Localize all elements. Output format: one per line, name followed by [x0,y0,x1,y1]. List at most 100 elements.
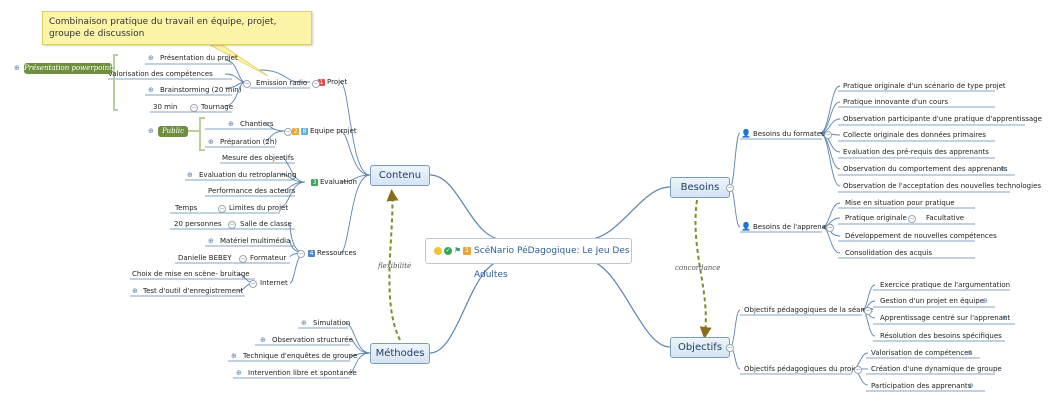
node-chantiers[interactable]: Chantiers [240,120,274,128]
collapse-toggle-projet[interactable]: − [312,80,320,88]
node-methode-1[interactable]: Simulation [313,319,351,327]
node-formateur-item-2[interactable]: Pratique innovante d'un cours [843,98,949,106]
node-projet-item-3[interactable]: Participation des apprenants [871,382,972,390]
node-valorisation-competences[interactable]: Valorisation des compétences [108,70,213,78]
node-performance-acteurs[interactable]: Performance des acteurs [208,187,296,195]
label-public[interactable]: Public [158,126,188,137]
node-seance-item-3[interactable]: Apprentissage centré sur l'apprenant [880,314,1011,322]
node-mise-en-situation[interactable]: Mise en situation pour pratique [845,199,955,207]
priority-1-icon: 1 [318,78,325,86]
expand-icon[interactable]: ⊕ [301,319,307,327]
line-central-contenu [429,174,506,241]
expand-icon[interactable]: ⊕ [208,237,214,245]
label-presentation-powerpoint[interactable]: Présentation powerpoint [24,63,112,74]
node-seance-item-2[interactable]: Gestion d'un projet en équipe [880,297,984,305]
collapse-toggle-salle[interactable]: − [228,221,236,229]
expand-icon[interactable]: ⊕ [231,352,237,360]
node-choix-mise-en-scene[interactable]: Choix de mise en scène- bruitage [132,270,250,278]
expand-icon[interactable]: ⊕ [1000,165,1006,173]
node-presentation-projet[interactable]: Présentation du projet [160,54,238,62]
node-methode-2[interactable]: Observation structurée [272,336,353,344]
node-formateur-item-3[interactable]: Observation participante d'une pratique … [843,115,1042,123]
node-20-personnes[interactable]: 20 personnes [174,220,222,228]
node-pratique-originale[interactable]: Pratique originale [845,214,907,222]
topic-objectifs[interactable]: Objectifs [670,337,730,358]
relation-flexibilite [386,189,401,341]
expand-icon[interactable]: ⊕ [982,297,988,305]
node-temps[interactable]: Temps [175,204,198,212]
expand-icon[interactable]: ⊕ [208,138,214,146]
collapse-toggle-apprenant[interactable]: − [826,224,834,232]
topic-methodes[interactable]: Méthodes [370,343,430,364]
central-topic[interactable]: ✓ ⚑ 1 ScéNario PéDagogique: Le Jeu Des A… [425,238,632,280]
node-danielle-bebey[interactable]: Danielle BEBEY [178,254,232,262]
relation-label-flexibilite: flexibilité [378,262,412,270]
node-mesure-objectifs[interactable]: Mesure des objectifs [222,154,294,162]
node-formateur-item-7[interactable]: Observation de l'acceptation des nouvell… [843,182,1042,190]
collapse-toggle-formateur[interactable]: − [239,255,247,263]
node-preparation[interactable]: Préparation (2h) [220,138,278,146]
node-objectifs-projet[interactable]: Objectifs pédagogiques du projet [744,365,861,373]
node-besoins-apprenant[interactable]: 👤Besoins de l'apprenant [741,222,834,231]
node-objectifs-seance[interactable]: Objectifs pédagogiques de la séance [744,306,874,314]
collapse-toggle-besoins[interactable]: − [726,184,734,192]
node-seance-item-4[interactable]: Résolution des besoins spécifiques [880,332,1002,340]
expand-icon[interactable]: ⊕ [148,127,154,135]
priority-3-icon: 3 [311,178,318,186]
expand-icon[interactable]: ⊕ [228,120,234,128]
collapse-toggle-equipe[interactable]: − [284,128,292,136]
node-tournage-duree[interactable]: 30 min [153,103,178,111]
node-internet[interactable]: Internet [260,279,288,287]
node-formateur-item-1[interactable]: Pratique originale d'un scénario de type… [843,82,1006,90]
priority-2-icon: 2 [292,127,299,135]
node-tournage[interactable]: Tournage [201,103,234,111]
expand-icon[interactable]: ⊕ [132,287,138,295]
relation-label-concordance: concordance [675,264,721,272]
node-projet-item-2[interactable]: Création d'une dynamique de groupe [871,365,1002,373]
collapse-toggle-internet[interactable]: − [249,280,257,288]
collapse-toggle-ressources[interactable]: − [297,250,305,258]
node-materiel-multimedia[interactable]: Matériel multimédia [220,237,291,245]
collapse-toggle-seance[interactable]: − [864,307,872,315]
node-besoins-formateur[interactable]: 👤Besoins du formateur [741,129,829,138]
node-facultative[interactable]: Facultative [926,214,965,222]
expand-icon[interactable]: ⊕ [260,336,266,344]
expand-icon[interactable]: ⊕ [1002,314,1008,322]
node-developpement[interactable]: Développement de nouvelles compétences [845,232,997,240]
collapse-toggle-formateur-besoins[interactable]: − [824,131,832,139]
expand-icon[interactable]: ⊕ [187,171,193,179]
expand-icon[interactable]: ⊕ [968,382,974,390]
topic-contenu[interactable]: Contenu [370,165,430,186]
node-projet-item-1[interactable]: Valorisation de compétences [871,349,973,357]
collapse-toggle-objectifs[interactable]: − [726,344,734,352]
node-methode-3[interactable]: Technique d'enquêtes de groupe [243,352,358,360]
node-formateur-item-4[interactable]: Collecte originale des données primaires [843,131,986,139]
node-methode-4[interactable]: Intervention libre et spontanée [248,369,357,377]
node-seance-item-1[interactable]: Exercice pratique de l'argumentation [880,281,1011,289]
expand-icon[interactable]: ⊕ [148,54,154,62]
collapse-toggle-obj-projet[interactable]: − [854,366,862,374]
node-salle-classe[interactable]: Salle de classe [240,220,292,228]
node-limites-projet[interactable]: Limites du projet [229,204,289,212]
expand-icon[interactable]: ⊕ [967,349,973,357]
node-emission-radio[interactable]: Emission radio [256,79,308,87]
collapse-toggle-pratique[interactable]: − [908,215,916,223]
node-formateur-item-6[interactable]: Observation du comportement des apprenan… [843,165,1008,173]
expand-icon[interactable]: ⊕ [236,369,242,377]
expand-icon[interactable]: ⊕ [148,86,154,94]
topic-besoins[interactable]: Besoins [670,177,730,198]
collapse-toggle-emission[interactable]: − [243,80,251,88]
node-test-outil[interactable]: Test d'outil d'enregistrement [143,287,244,295]
node-formateur[interactable]: Formateur [250,254,287,262]
node-evaluation-retroplanning[interactable]: Evaluation du retroplanning [199,171,297,179]
collapse-toggle-limites[interactable]: − [218,205,226,213]
node-brainstorming[interactable]: Brainstorming (20 min) [160,86,242,94]
collapse-toggle-tournage[interactable]: − [190,104,198,112]
node-formateur-item-5[interactable]: Evaluation des pré-requis des apprenants [843,148,989,156]
expand-icon[interactable]: ⊕ [14,64,20,72]
node-consolidation[interactable]: Consolidation des acquis [845,249,933,257]
